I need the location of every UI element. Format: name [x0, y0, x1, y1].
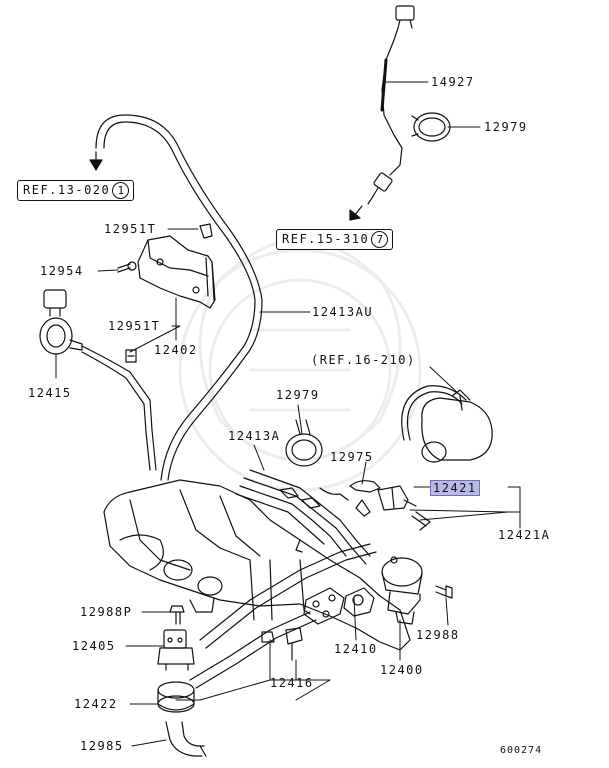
- solenoid-12415: [39, 289, 157, 471]
- screw-12954: [117, 261, 137, 273]
- label-14927[interactable]: 14927: [431, 75, 475, 89]
- label-12415[interactable]: 12415: [28, 386, 72, 400]
- solenoid-12405: [157, 629, 195, 671]
- label-ref-16-210[interactable]: (REF.16-210): [311, 353, 416, 367]
- label-12400[interactable]: 12400: [380, 663, 424, 677]
- valve-12416: [261, 627, 303, 661]
- label-12975[interactable]: 12975: [330, 450, 374, 464]
- oxygen-sensor: [367, 5, 415, 205]
- ref-15-310-text: REF.15-310: [282, 232, 370, 246]
- hose-bundle-12413a: [235, 469, 371, 565]
- ref-13-020-text: REF.13-020: [23, 183, 111, 197]
- label-12421a[interactable]: 12421A: [498, 528, 551, 542]
- label-12954[interactable]: 12954: [40, 264, 84, 278]
- label-12985[interactable]: 12985: [80, 739, 124, 753]
- clip-12975: [349, 480, 381, 517]
- label-12416[interactable]: 12416: [270, 676, 314, 690]
- arrow-down-icon: [89, 151, 103, 171]
- manifold-pipes: [189, 543, 377, 689]
- label-12951t-top[interactable]: 12951T: [104, 222, 157, 236]
- egr-valve-12400: [381, 556, 423, 625]
- label-12405[interactable]: 12405: [72, 639, 116, 653]
- bolt-12988p: [169, 605, 185, 625]
- clamp-12979-mid: [285, 419, 323, 467]
- intake-manifold: [103, 479, 411, 651]
- distributor: [401, 385, 493, 463]
- bracket-12402: [137, 223, 216, 309]
- diaphragm-12422: [157, 681, 195, 713]
- gasket-plate-2: [343, 587, 375, 617]
- arrow-down-icon: [349, 205, 363, 221]
- label-12421-highlighted[interactable]: 12421: [430, 480, 480, 496]
- label-12413a[interactable]: 12413A: [228, 429, 281, 443]
- hose-12985: [165, 721, 207, 757]
- ref-13-020-circle: 1: [112, 182, 130, 199]
- leader-lines: [55, 81, 521, 747]
- label-12988[interactable]: 12988: [416, 628, 460, 642]
- gasket-plate: [303, 587, 345, 625]
- label-12413au[interactable]: 12413AU: [312, 305, 374, 319]
- clip-12951t-lower: [125, 349, 137, 363]
- label-12988p[interactable]: 12988P: [80, 605, 133, 619]
- label-12979-mid[interactable]: 12979: [276, 388, 320, 402]
- label-12422[interactable]: 12422: [74, 697, 118, 711]
- vacuum-hose-long: [95, 114, 263, 481]
- ref-15-310-circle: 7: [371, 231, 389, 248]
- bolt-12988: [435, 585, 453, 599]
- clamp-12979-top: [411, 112, 451, 142]
- label-12951t-lower[interactable]: 12951T: [108, 319, 161, 333]
- label-12402[interactable]: 12402: [154, 343, 198, 357]
- label-12979-top[interactable]: 12979: [484, 120, 528, 134]
- label-12410[interactable]: 12410: [334, 642, 378, 656]
- sensor-12421: [377, 485, 431, 531]
- diagram-code: 600274: [500, 745, 543, 756]
